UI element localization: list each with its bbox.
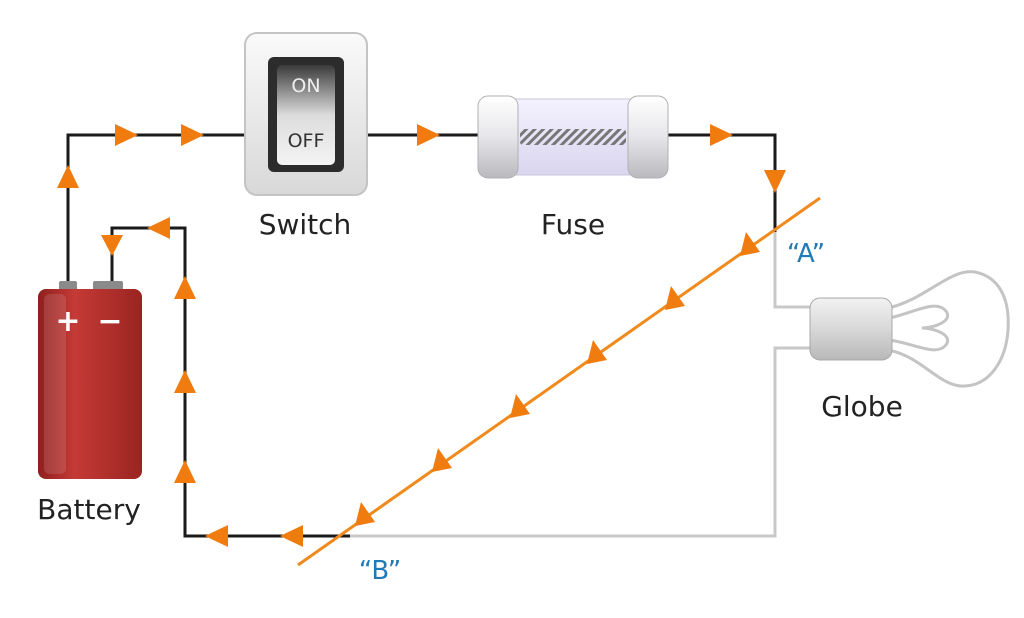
arrow-left: [205, 525, 228, 547]
arrow-right: [417, 124, 440, 146]
arrow-left: [147, 217, 170, 239]
arrow-diagonal: [740, 232, 760, 256]
battery: + −: [38, 281, 142, 479]
arrow-diagonal: [355, 502, 375, 526]
wire-return-to-battery: [110, 226, 350, 538]
switch: ON OFF: [244, 32, 368, 196]
arrow-diagonal: [510, 394, 530, 418]
switch-on-label: ON: [291, 75, 320, 97]
fuse-cap-left: [477, 95, 519, 179]
globe-filament: [889, 304, 949, 352]
wire-battery-to-switch: [66, 133, 245, 283]
battery-negative-sign: −: [97, 304, 122, 339]
switch-off-label: OFF: [288, 130, 325, 152]
point-b-label: “B”: [359, 556, 402, 586]
fuse-label: Fuse: [541, 208, 605, 241]
arrow-left: [280, 525, 303, 547]
battery-label: Battery: [37, 493, 141, 526]
arrow-right: [115, 124, 138, 146]
arrow-down: [764, 170, 786, 193]
wire-fuse-to-point-a: [668, 133, 777, 232]
arrow-right: [710, 124, 733, 146]
arrow-up: [174, 370, 196, 393]
fuse-cap-right: [627, 95, 669, 179]
fuse-filament: [520, 129, 626, 145]
globe-base: [809, 297, 893, 361]
globe-bulb-outline: [887, 270, 1010, 388]
arrow-up: [174, 276, 196, 299]
arrow-diagonal: [587, 340, 607, 364]
arrow-up: [57, 165, 79, 188]
arrow-diagonal: [432, 448, 452, 472]
current-arrows: [57, 124, 786, 547]
arrow-right: [181, 124, 204, 146]
battery-positive-sign: +: [55, 304, 80, 339]
arrow-down: [101, 235, 123, 256]
active-wires: [66, 133, 777, 538]
fuse: [477, 95, 669, 179]
switch-label: Switch: [259, 208, 352, 241]
short-circuit-wire: [297, 196, 821, 567]
arrow-up: [174, 460, 196, 483]
battery-body: [38, 289, 142, 479]
wire-to-globe-top: [773, 232, 812, 309]
wire-from-globe-bottom: [350, 346, 812, 538]
globe-label: Globe: [821, 390, 903, 423]
point-a-label: “A”: [787, 239, 825, 269]
inactive-wires: [350, 232, 812, 538]
arrow-diagonal: [665, 286, 685, 310]
globe: [809, 270, 1010, 388]
switch-rocker: [277, 65, 335, 165]
